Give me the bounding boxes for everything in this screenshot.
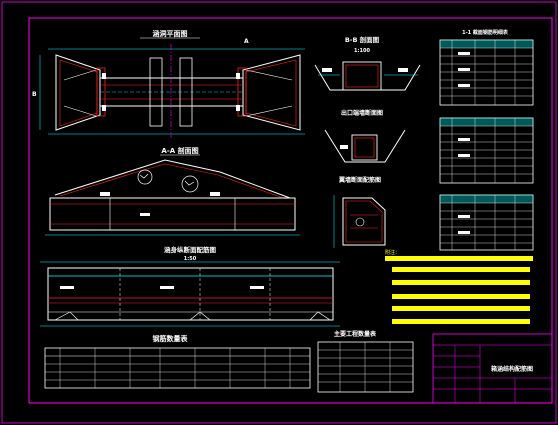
title-block: 箱涵结构配筋图 — [432, 333, 553, 404]
quantity-table-title: 主要工程数量表 — [334, 330, 377, 338]
quantity-table: 主要工程数量表 — [317, 330, 414, 393]
plan-label-b: B — [32, 91, 37, 98]
notes-title: 附注： — [385, 249, 400, 256]
outlet-section: 出口端墙断面图 — [324, 109, 406, 163]
right-table-1: 1-1 截面钢筋明细表 — [439, 29, 534, 106]
right-table-3 — [439, 194, 534, 251]
title-block-drawing-name: 箱涵结构配筋图 — [491, 365, 533, 373]
notes-block: 附注： — [385, 249, 533, 324]
wingwall-section-title: 翼墙断面配筋图 — [338, 176, 381, 184]
drawing-frame — [28, 17, 553, 404]
longitudinal-section: 涵身纵断面配筋图 1:50 — [40, 245, 340, 327]
outlet-section-title: 出口端墙断面图 — [341, 109, 383, 117]
right-table-2 — [439, 117, 534, 184]
longitudinal-scale: 1:50 — [184, 256, 197, 262]
plan-view: 涵洞平面图 A B — [32, 29, 305, 140]
plan-view-title: 涵洞平面图 — [153, 29, 188, 38]
plan-label-a: A — [244, 38, 249, 45]
section-bb-scale: 1:100 — [354, 48, 370, 54]
right-table-1-title: 1-1 截面钢筋明细表 — [462, 29, 509, 36]
section-bb: B-B 剖面图 1:100 — [314, 35, 421, 91]
section-bb-title: B-B 剖面图 — [345, 35, 380, 44]
rebar-table-title: 钢筋数量表 — [153, 334, 189, 343]
section-aa: A-A 剖面图 — [45, 146, 300, 236]
section-aa-title: A-A 剖面图 — [161, 146, 198, 155]
longitudinal-title: 涵身纵断面配筋图 — [164, 245, 217, 254]
rebar-table: 钢筋数量表 — [44, 334, 311, 389]
wingwall-section: 翼墙断面配筋图 — [333, 176, 386, 248]
